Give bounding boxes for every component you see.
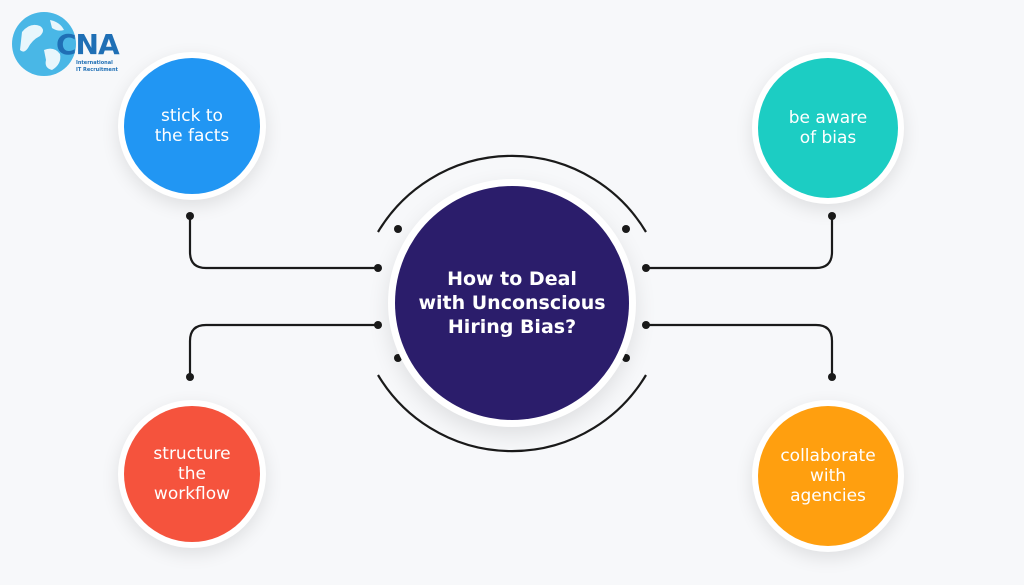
connector-top-right <box>646 218 834 270</box>
connector-dot <box>642 321 650 329</box>
arc-dot-top-left <box>394 225 402 233</box>
connector-bottom-left <box>188 323 378 375</box>
connector-top-left <box>188 218 378 270</box>
logo-line2: IT Recruitment <box>76 67 118 73</box>
connector-dot <box>186 212 194 220</box>
node-stick-to-the-facts: stick to the facts <box>118 52 266 200</box>
node-label-line: collaborate <box>780 446 876 466</box>
connector-dot <box>642 264 650 272</box>
bottom-arc <box>377 374 647 453</box>
node-structure-the-workflow: structure the workflow <box>118 400 266 548</box>
center-title-line: How to Deal <box>447 268 577 290</box>
node-circle: collaborate with agencies <box>758 406 898 546</box>
node-label-line: agencies <box>790 486 866 506</box>
node-circle: be aware of bias <box>758 58 898 198</box>
center-node: How to Deal with Unconscious Hiring Bias… <box>388 179 636 427</box>
node-label-line: with <box>809 466 847 486</box>
node-label-line: workflow <box>153 484 231 504</box>
node-label-line: be aware <box>788 108 868 128</box>
node-circle: stick to the facts <box>124 58 260 194</box>
cna-logo: CNA International IT Recruitment <box>10 10 122 80</box>
globe-icon <box>12 12 76 76</box>
node-label-line: of bias <box>799 128 857 148</box>
node-label-line: the facts <box>154 126 230 146</box>
logo-brand: CNA <box>56 28 120 61</box>
top-arc <box>377 154 647 233</box>
node-be-aware-of-bias: be aware of bias <box>752 52 904 204</box>
connector-dot <box>828 212 836 220</box>
node-circle: structure the workflow <box>124 406 260 542</box>
arc-dot-top-right <box>622 225 630 233</box>
node-label-line: stick to <box>161 106 223 126</box>
node-label-line: the <box>178 464 206 484</box>
logo-line1: International <box>76 60 113 66</box>
connector-dot <box>374 321 382 329</box>
connector-dot <box>828 373 836 381</box>
node-collaborate-with-agencies: collaborate with agencies <box>752 400 904 552</box>
center-title-line: Hiring Bias? <box>447 316 577 338</box>
center-circle: How to Deal with Unconscious Hiring Bias… <box>395 186 629 420</box>
node-label-line: structure <box>153 444 231 464</box>
center-title-line: with Unconscious <box>418 292 606 314</box>
connector-dot <box>186 373 194 381</box>
connector-dot <box>374 264 382 272</box>
connector-bottom-right <box>646 323 834 375</box>
